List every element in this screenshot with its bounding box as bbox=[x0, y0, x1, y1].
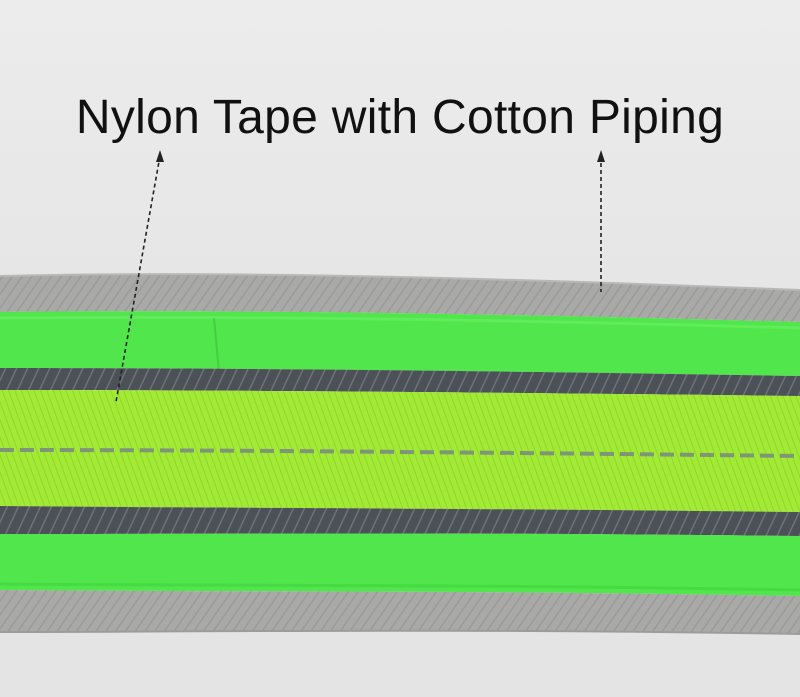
cotton-piping-pointer bbox=[597, 150, 605, 292]
cotton-piping-bottom bbox=[0, 590, 800, 634]
nylon-tape-pointer bbox=[115, 150, 164, 403]
cotton-piping-top bbox=[0, 274, 800, 322]
product-caption: Nylon Tape with Cotton Piping bbox=[75, 91, 725, 144]
center-stitch bbox=[0, 448, 800, 458]
green-band-top bbox=[0, 311, 800, 376]
stitch-line-top bbox=[0, 368, 800, 396]
stitch-line-bottom bbox=[0, 506, 800, 536]
green-band-bottom bbox=[0, 533, 800, 596]
